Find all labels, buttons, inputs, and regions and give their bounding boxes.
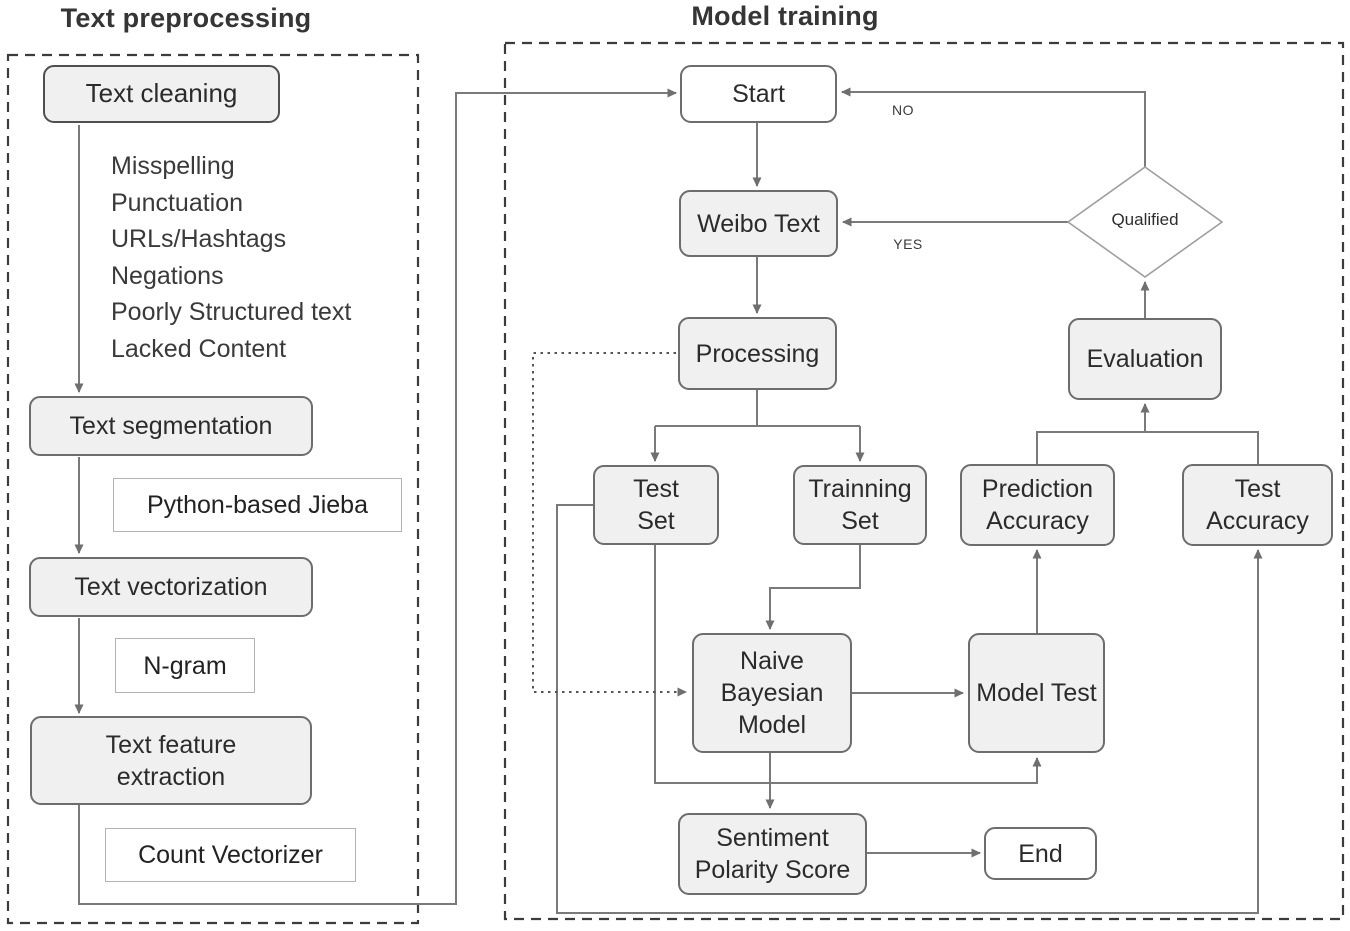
node-ngram: N-gram xyxy=(115,638,255,693)
edge-accuracy-merge xyxy=(1036,431,1259,464)
node-text-cleaning: Text cleaning xyxy=(43,65,280,123)
node-model-test: Model Test xyxy=(968,633,1105,753)
edge-label-yes: YES xyxy=(893,236,923,252)
node-sentiment-polarity-score: Sentiment Polarity Score xyxy=(678,813,867,895)
right-panel-title: Model training xyxy=(691,1,879,31)
edge-qualified-no-to-start xyxy=(841,87,1146,167)
node-text-segmentation: Text segmentation xyxy=(29,396,313,456)
node-test-set: Test Set xyxy=(593,465,719,545)
node-prediction-accuracy: Prediction Accuracy xyxy=(960,464,1115,546)
node-text-feature-extraction: Text feature extraction xyxy=(30,716,312,805)
node-start: Start xyxy=(680,65,837,123)
cleaning-issues-list: Misspelling Punctuation URLs/Hashtags Ne… xyxy=(111,152,352,363)
right-panel-frame xyxy=(503,41,1345,921)
node-test-accuracy: Test Accuracy xyxy=(1182,464,1333,546)
edge-processing-dotted-to-naive xyxy=(532,352,687,697)
node-text-vectorization: Text vectorization xyxy=(29,557,313,617)
node-trainning-set: Trainning Set xyxy=(793,465,927,545)
node-evaluation: Evaluation xyxy=(1068,318,1222,400)
node-count-vectorizer: Count Vectorizer xyxy=(105,828,356,882)
node-weibo-text: Weibo Text xyxy=(679,190,838,257)
qualified-diamond xyxy=(1066,166,1224,278)
edge-testset-to-testaccuracy xyxy=(556,504,1263,914)
edge-trainning-to-naive xyxy=(765,545,861,630)
node-naive-bayesian-model: Naive Bayesian Model xyxy=(692,633,852,753)
edge-processing-split xyxy=(655,390,860,427)
node-python-jieba: Python-based Jieba xyxy=(113,478,402,532)
left-panel-title: Text preprocessing xyxy=(60,3,312,33)
node-qualified-label: Qualified xyxy=(1111,210,1179,229)
left-panel-frame xyxy=(6,53,420,925)
node-end: End xyxy=(984,827,1097,880)
edge-label-no: NO xyxy=(892,102,914,118)
node-processing: Processing xyxy=(678,317,837,390)
edge-feature-to-start xyxy=(78,88,677,905)
edge-testset-to-modeltest-bottom xyxy=(654,545,1042,784)
